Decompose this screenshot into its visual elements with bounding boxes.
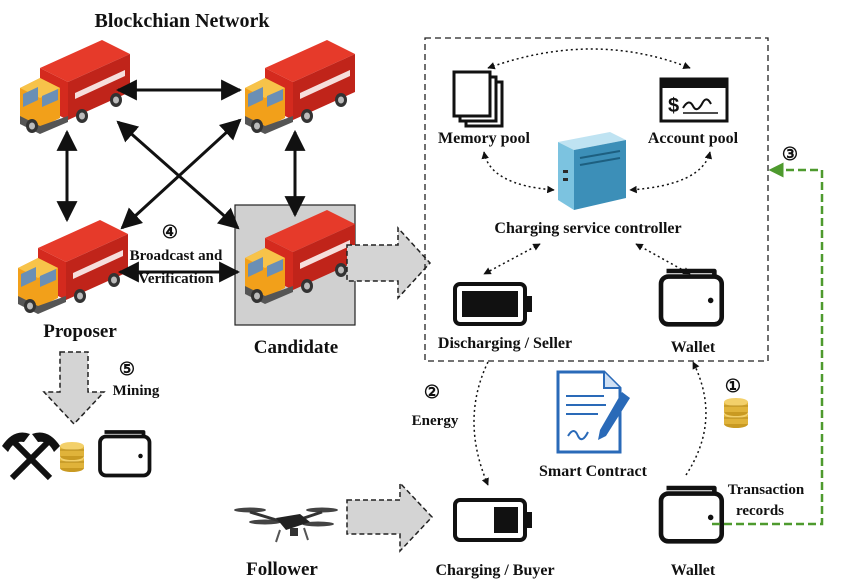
verification-label: Verification [138,271,214,287]
mining-arrow [42,351,106,426]
smart-contract-icon [556,370,630,454]
server-icon [558,132,626,210]
pool-sync-arrow [487,48,691,70]
drone-icon [234,507,338,543]
broadcast-label: Broadcast and [130,248,223,264]
memory-pool-label: Memory pool [438,130,531,147]
proposer-label: Proposer [43,321,117,342]
truck-icon-proposer [18,220,128,314]
step4-number: ④ [162,222,178,242]
account-pool-icon: $ [659,77,729,123]
account-pool-label: Account pool [648,130,739,147]
truck-icon-top-right [245,40,355,134]
candidate-label: Candidate [254,337,338,358]
mining-label: Mining [113,383,160,399]
memory-pool-icon [452,70,504,128]
records-label: records [736,503,784,519]
step2-number: ② [424,382,440,402]
wallet-icon-controller [661,271,722,324]
arrow-diagonal-1 [120,118,242,230]
buyer-wallet-label: Wallet [671,562,716,579]
battery-half-icon [453,498,532,542]
smart-contract-label: Smart Contract [539,463,648,480]
memory-server-arrow [481,151,555,194]
battery-full-icon [453,282,532,326]
energy-label: Energy [412,413,459,429]
step1-number: ① [725,376,741,396]
coins-icon-mining [59,441,85,473]
controller-title: Charging service controller [494,220,681,237]
controller-box [424,37,769,362]
pickaxe-icon [2,432,60,481]
follower-label: Follower [246,559,318,580]
account-server-arrow [629,151,713,194]
svg-text:$: $ [668,95,679,117]
controller-wallet-label: Wallet [671,339,716,356]
transaction-label: Transaction [728,482,805,498]
payment-flow-arrow [685,361,707,476]
server-discharge-arrow [483,243,541,275]
follower-to-buyer-arrow [346,481,434,553]
candidate-to-controller-arrow [346,226,432,300]
coins-icon-payment [723,397,749,429]
transaction-record-path [712,162,824,526]
wallet-icon-mining [98,430,152,478]
charging-label: Charging / Buyer [435,562,554,579]
discharging-label: Discharging / Seller [438,335,572,352]
step3-number: ③ [782,144,798,164]
wallet-icon-buyer [661,488,722,541]
energy-flow-arrow [473,361,489,486]
step5-number: ⑤ [119,359,135,379]
truck-icon-top-left [20,40,130,134]
network-title: Blockchian Network [95,10,271,32]
arrow-diagonal-2 [116,120,240,230]
